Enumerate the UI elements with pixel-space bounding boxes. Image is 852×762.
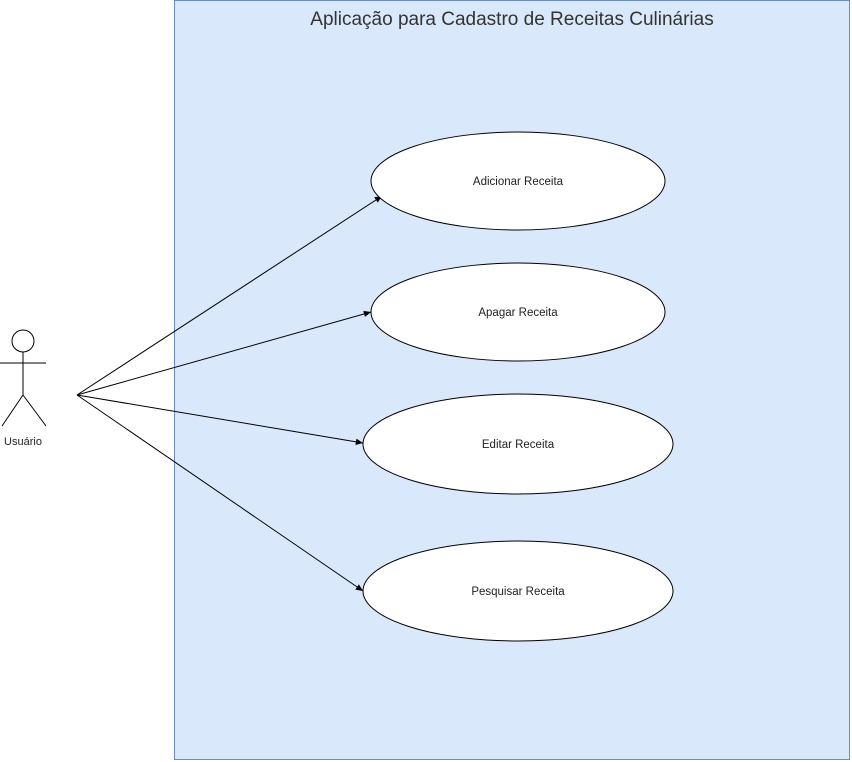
association-editar-receita xyxy=(76,394,364,445)
use-case-label: Adicionar Receita xyxy=(473,176,564,188)
use-case-pesquisar-receita[interactable]: Pesquisar Receita xyxy=(362,540,674,642)
actor-head xyxy=(11,329,35,353)
system-boundary-box xyxy=(174,0,850,760)
use-case-apagar-receita[interactable]: Apagar Receita xyxy=(370,262,666,362)
actor-left-leg xyxy=(1,394,24,427)
stick-figure-icon[interactable] xyxy=(0,329,47,427)
actor-label: Usuário xyxy=(4,436,42,448)
association-adicionar-receita xyxy=(76,195,383,396)
actor-right-leg xyxy=(22,394,47,427)
actor-usuario[interactable]: Usuário xyxy=(0,329,47,448)
use-case-ellipse[interactable] xyxy=(362,393,674,495)
associations xyxy=(76,195,383,592)
system-title: Aplicação para Cadastro de Receitas Culi… xyxy=(310,9,713,30)
association-apagar-receita xyxy=(76,310,372,396)
use-case-label: Apagar Receita xyxy=(478,307,558,319)
system-boundary: Aplicação para Cadastro de Receitas Culi… xyxy=(174,0,850,760)
use-case-label: Pesquisar Receita xyxy=(471,586,565,598)
use-case-ellipse[interactable] xyxy=(370,131,666,231)
use-case-editar-receita[interactable]: Editar Receita xyxy=(362,393,674,495)
use-case-ellipse[interactable] xyxy=(370,262,666,362)
use-case-ellipse[interactable] xyxy=(362,540,674,642)
association-pesquisar-receita xyxy=(76,394,364,592)
use-case-adicionar-receita[interactable]: Adicionar Receita xyxy=(370,131,666,231)
use-case-label: Editar Receita xyxy=(482,439,555,451)
